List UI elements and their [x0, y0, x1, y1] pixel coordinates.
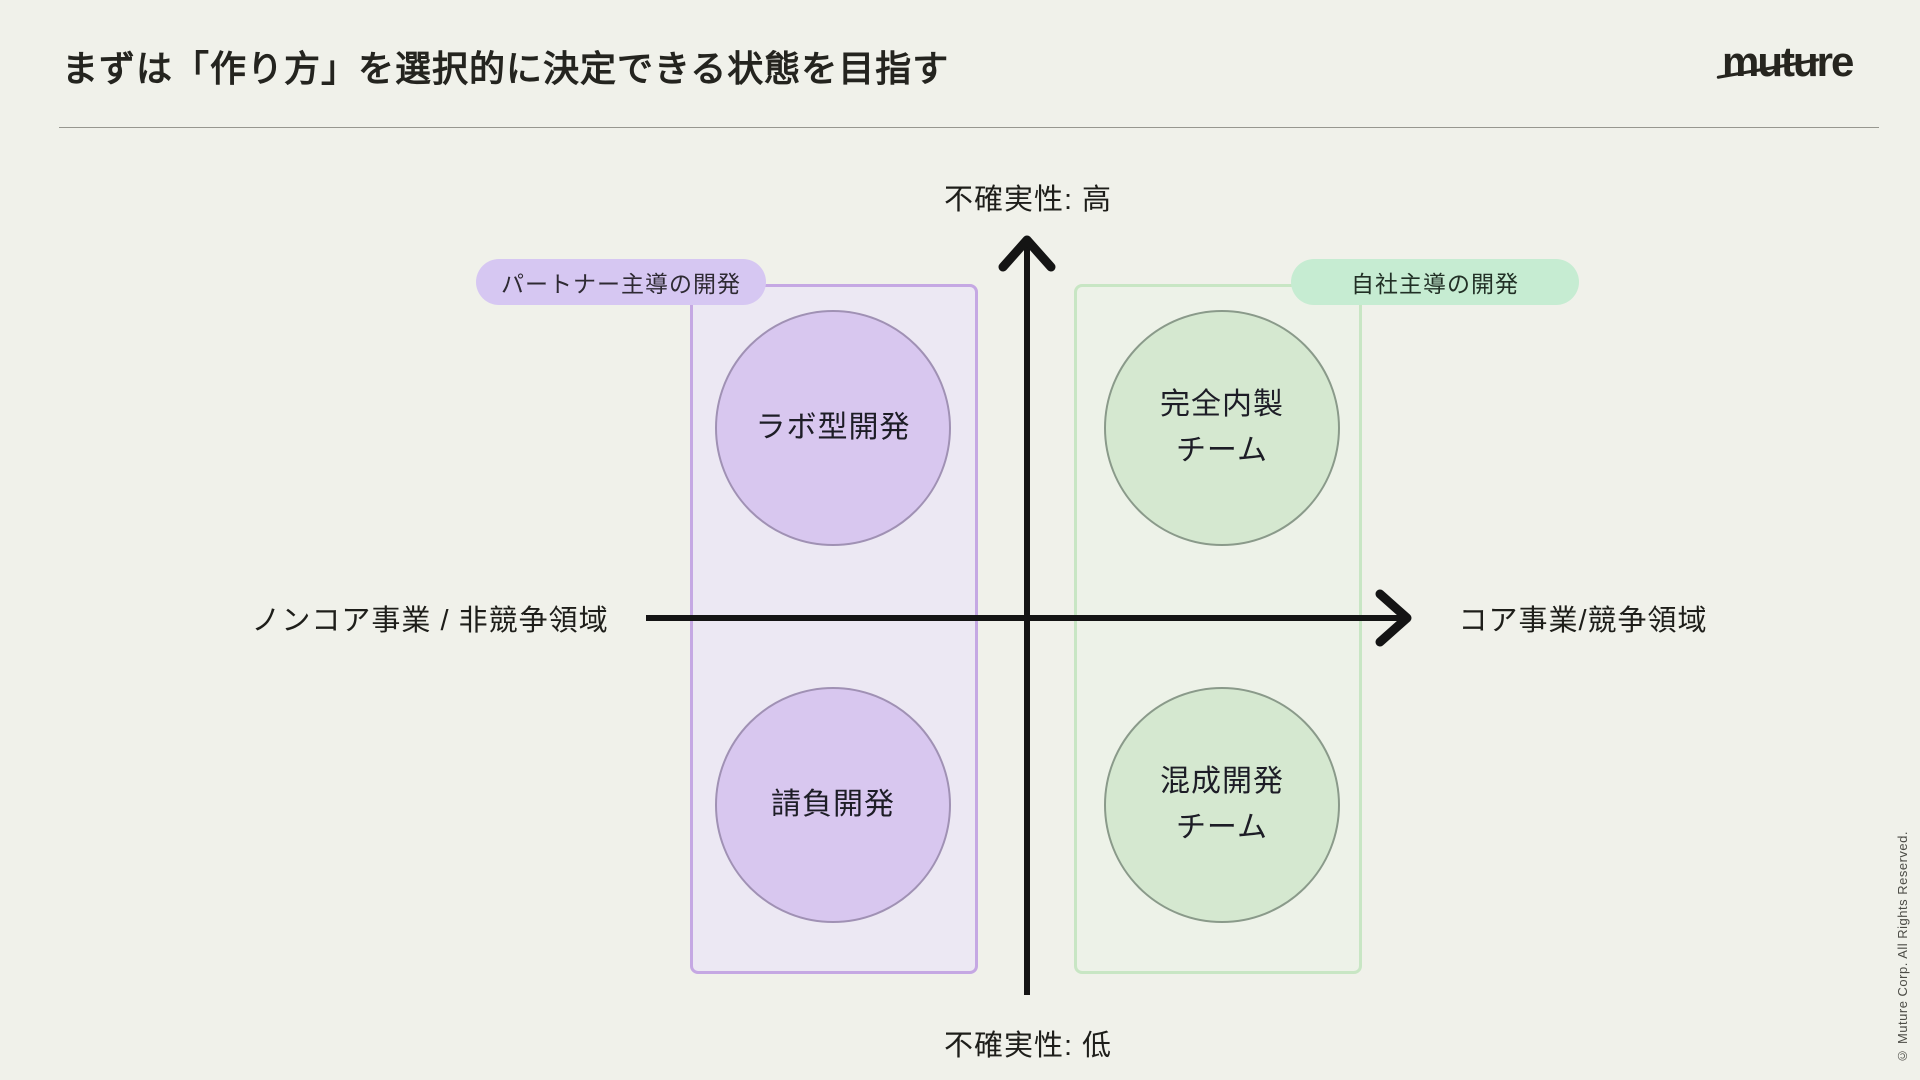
copyright-text: © Muture Corp. All Rights Reserved.: [1895, 831, 1910, 1064]
y-axis-label-low: 不確実性: 低: [943, 1030, 1113, 1062]
partner-group-label: パートナー主導の開発: [501, 271, 741, 297]
mixed-development-team-circle: 混成開発 チーム: [1104, 687, 1340, 923]
partner-group-pill: パートナー主導の開発: [476, 259, 766, 305]
fully-inhouse-team-circle: 完全内製 チーム: [1104, 310, 1340, 546]
muture-logo-text: muture: [1722, 38, 1854, 85]
muture-logo: muture: [1716, 36, 1872, 88]
header-divider: [59, 127, 1879, 128]
contract-development-circle: 請負開発: [715, 687, 951, 923]
page-title: まずは「作り方」を選択的に決定できる状態を目指す: [62, 48, 950, 89]
lab-development-circle: ラボ型開発: [715, 310, 951, 546]
y-axis-label-high: 不確実性: 高: [943, 184, 1113, 216]
inhouse-group-label: 自社主導の開発: [1351, 271, 1519, 297]
x-axis-label-core: コア事業/競争領域: [1458, 605, 1708, 637]
x-axis-label-noncore: ノンコア事業 / 非競争領域: [251, 605, 609, 637]
x-axis-arrowhead-icon: [1375, 589, 1412, 647]
y-axis-arrowhead-icon: [998, 235, 1056, 272]
inhouse-group-pill: 自社主導の開発: [1291, 259, 1579, 305]
